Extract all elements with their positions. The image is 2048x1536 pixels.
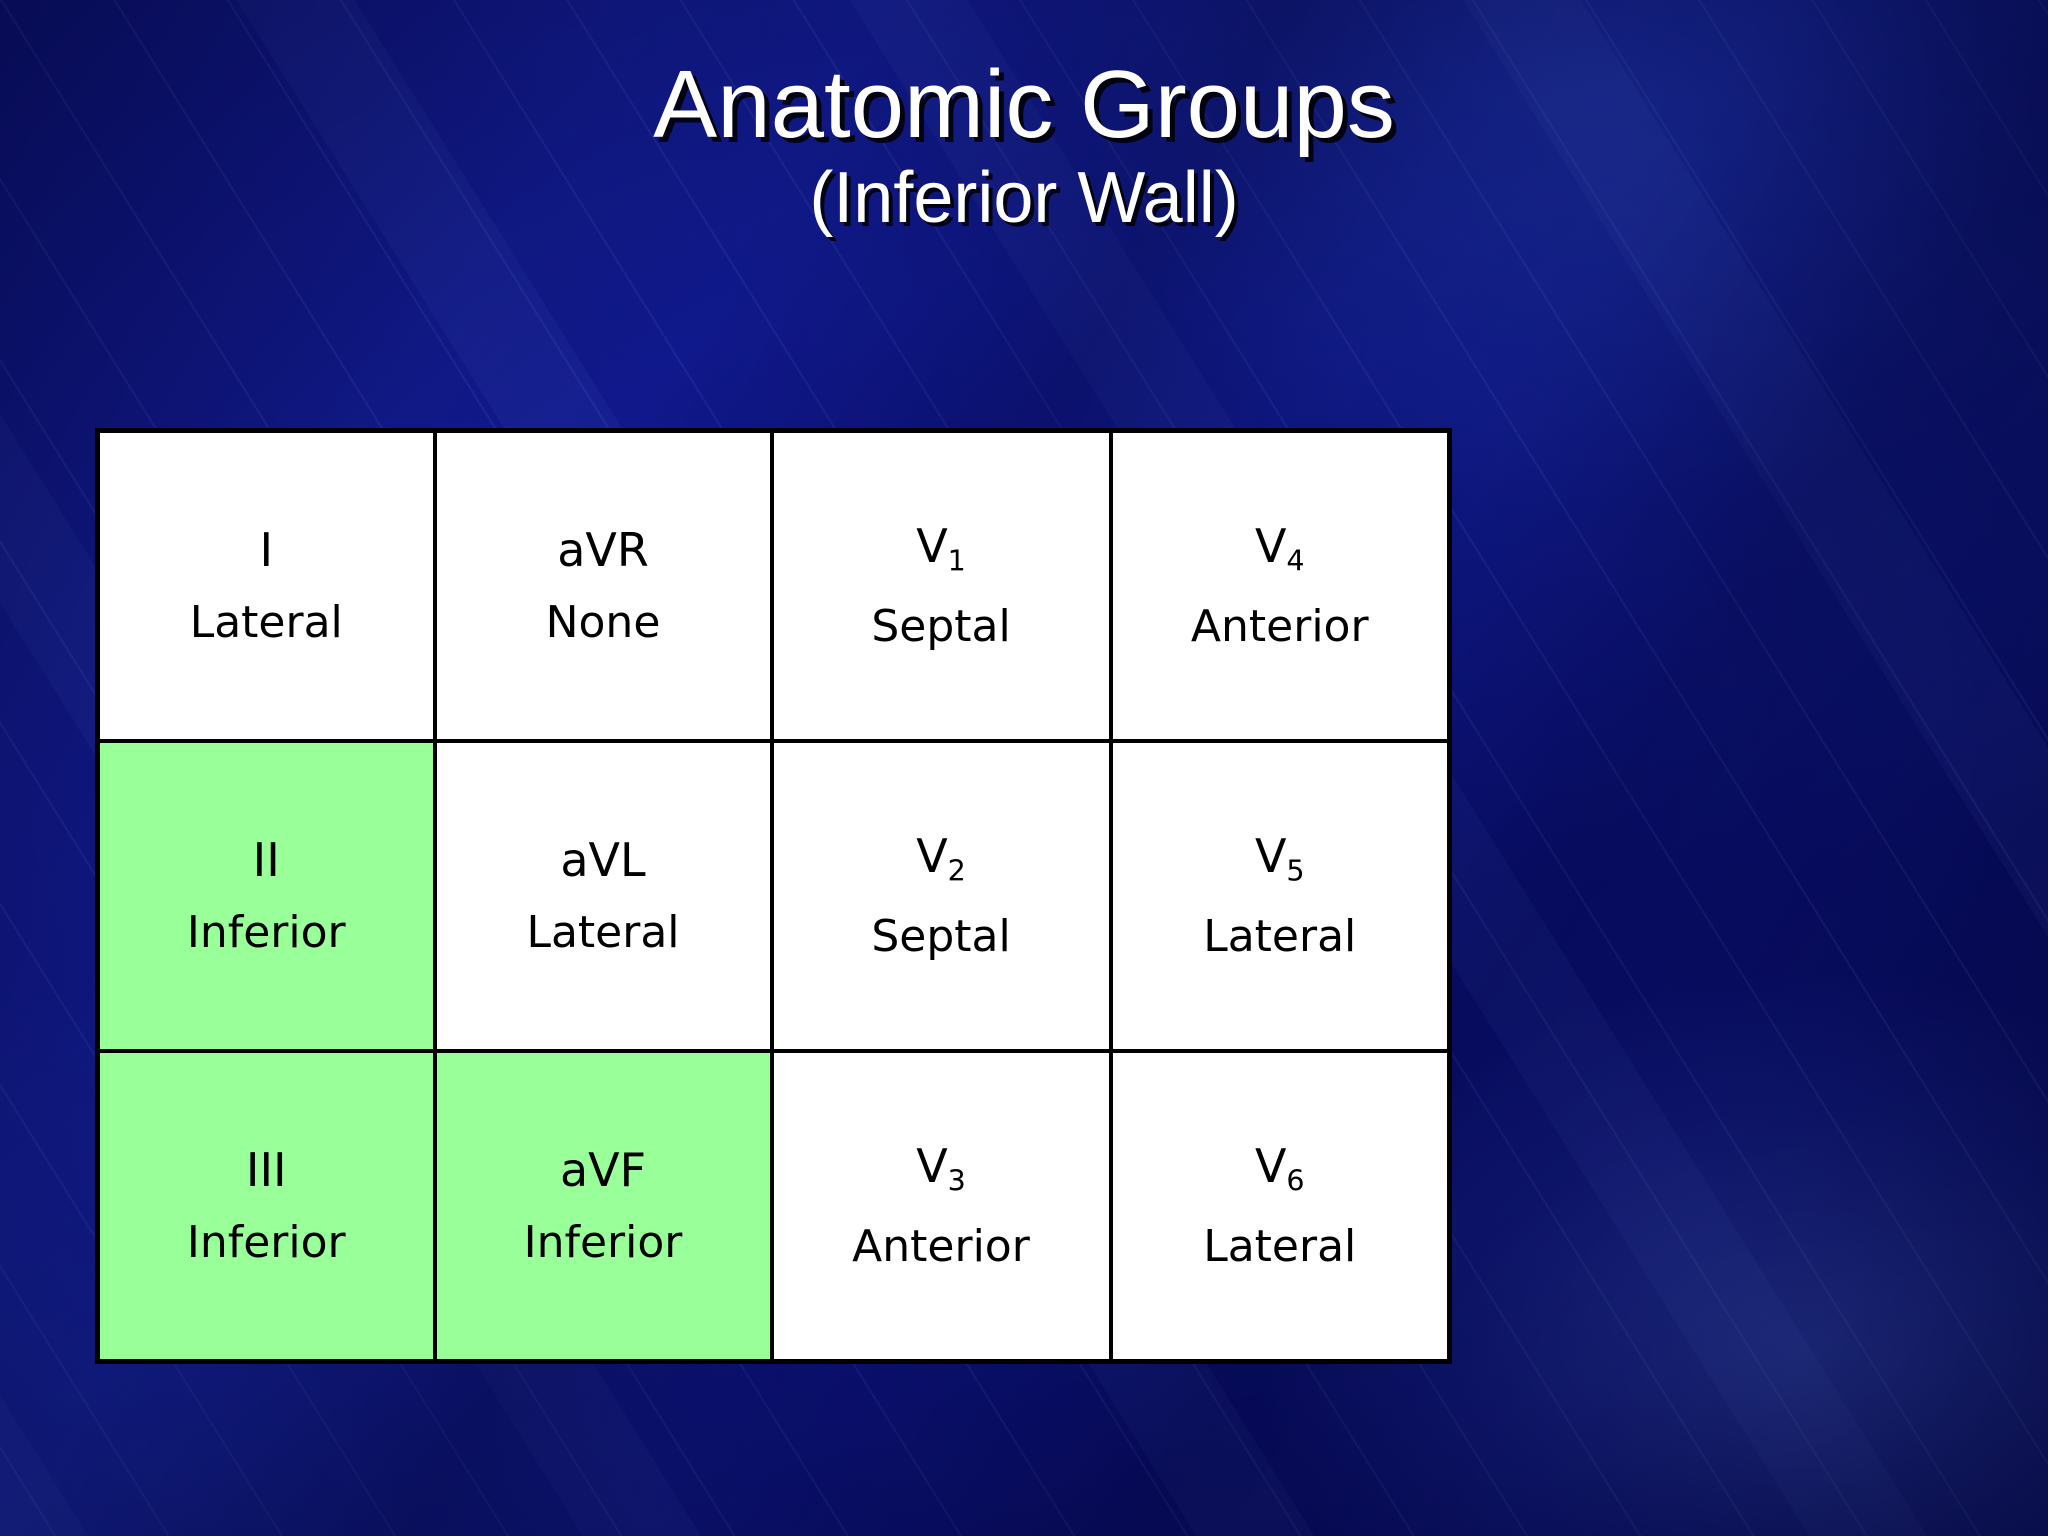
lead-cell-content: aVR None (437, 438, 770, 734)
region-label: Lateral (526, 906, 680, 958)
lead-label-base: III (245, 1142, 287, 1197)
slide-title-block: Anatomic Groups (Inferior Wall) (0, 56, 2048, 239)
lead-label-base: I (259, 523, 274, 577)
lead-label-subscript: 2 (947, 855, 966, 888)
lead-label-subscript: 4 (1286, 545, 1305, 579)
lead-label: aVL (560, 837, 645, 883)
lead-cell: I Lateral (95, 428, 437, 743)
lead-cell-content: II Inferior (100, 748, 433, 1044)
lead-cell: aVF Inferior (432, 1048, 774, 1364)
lead-cell-content: I Lateral (100, 438, 433, 734)
lead-label-subscript: 1 (947, 545, 966, 579)
lead-label-base: V (916, 829, 948, 884)
lead-label-base: V (916, 1139, 948, 1194)
lead-cell-content: aVL Lateral (437, 748, 770, 1044)
lead-label: I (259, 527, 273, 573)
lead-label: V6 (1255, 1143, 1305, 1196)
region-label: Inferior (186, 1216, 346, 1268)
lead-label-base: V (916, 519, 948, 574)
lead-label-base: II (252, 832, 280, 887)
lead-cell-content: III Inferior (100, 1058, 433, 1354)
page-subtitle: (Inferior Wall) (809, 157, 1239, 238)
lead-label-base: aVR (557, 523, 649, 577)
region-label: Septal (871, 910, 1011, 962)
lead-label: V4 (1255, 523, 1305, 576)
region-label: None (545, 597, 661, 648)
lead-cell: aVR None (432, 428, 774, 743)
region-label: Inferior (523, 1216, 683, 1268)
lead-label: aVR (557, 527, 649, 573)
lead-label: III (246, 1147, 287, 1193)
region-label: Lateral (1203, 1220, 1357, 1272)
lead-label: V3 (916, 1143, 966, 1196)
lead-cell: III Inferior (95, 1048, 437, 1364)
region-label: Inferior (186, 906, 346, 958)
lead-label: V5 (1255, 833, 1305, 886)
region-label: Anterior (852, 1220, 1030, 1272)
region-label: Lateral (189, 597, 343, 648)
lead-cell: aVL Lateral (432, 739, 774, 1053)
lead-label-subscript: 3 (947, 1165, 966, 1198)
lead-label: aVF (560, 1147, 646, 1193)
lead-cell-content: aVF Inferior (437, 1058, 770, 1354)
lead-label-subscript: 5 (1286, 855, 1305, 888)
lead-label: V2 (916, 833, 966, 886)
lead-label-base: aVF (559, 1142, 647, 1197)
lead-label-subscript: 6 (1286, 1165, 1305, 1198)
region-label: Lateral (1203, 910, 1357, 962)
lead-label: II (253, 837, 280, 883)
page-title: Anatomic Groups (653, 51, 1395, 158)
lead-cell: II Inferior (95, 739, 437, 1053)
lead-label-base: V (1254, 829, 1287, 884)
region-label: Septal (871, 600, 1011, 652)
region-label: Anterior (1190, 600, 1369, 652)
lead-label-base: V (1254, 1139, 1287, 1194)
lead-label: V1 (916, 523, 966, 576)
lead-label-base: aVL (560, 832, 646, 887)
lead-label-base: V (1254, 519, 1287, 574)
